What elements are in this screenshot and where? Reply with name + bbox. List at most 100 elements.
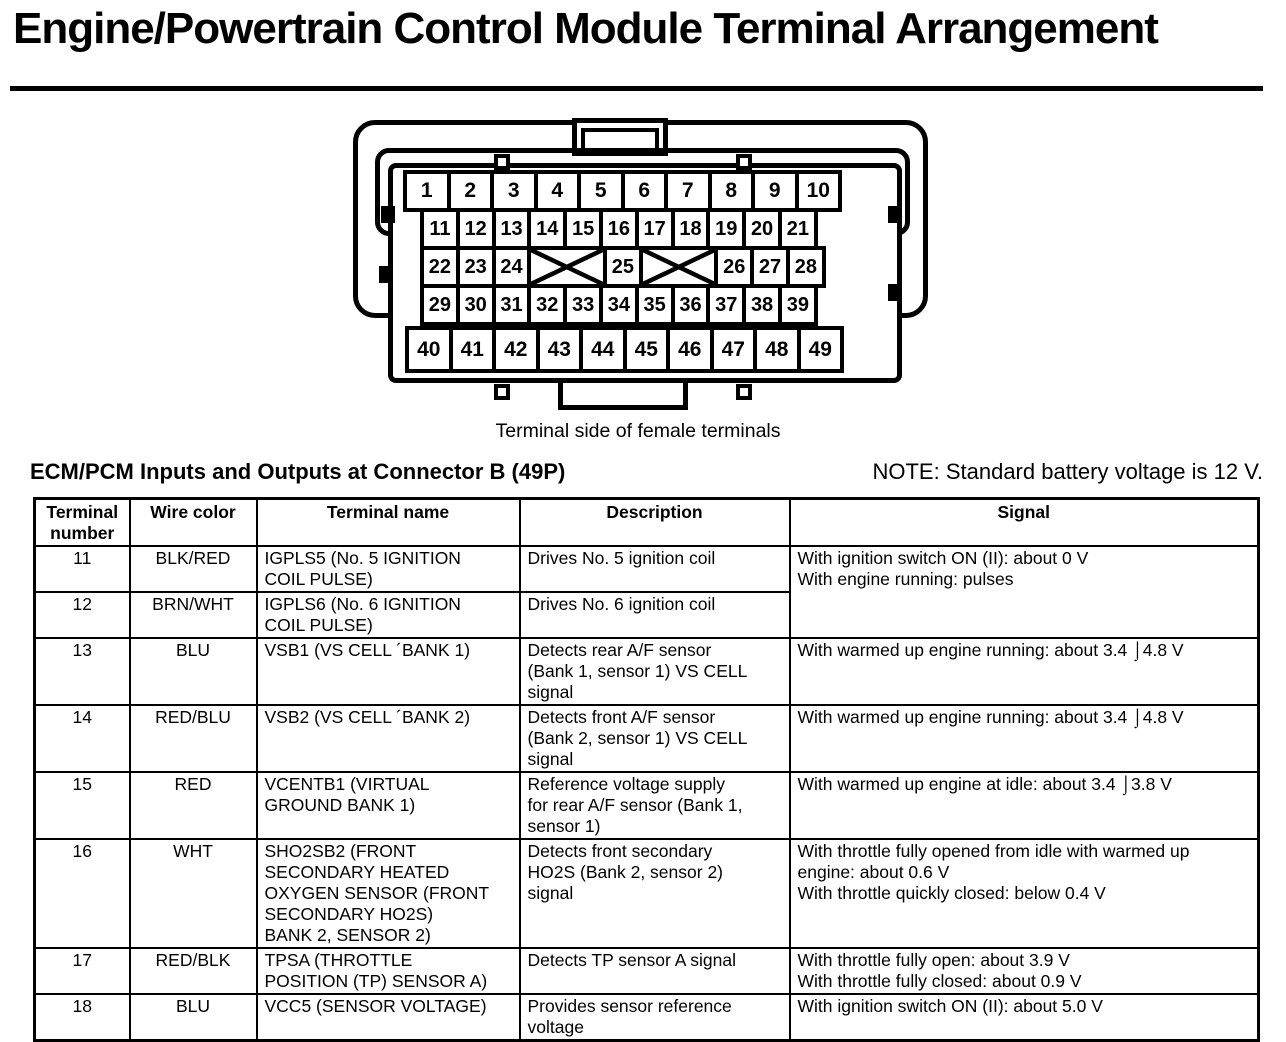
signal-cell: With warmed up engine at idle: about 3.4… xyxy=(788,771,1260,840)
terminal-cell: 12 xyxy=(455,208,496,250)
connector-bottom-notch xyxy=(494,384,510,400)
terminal-number-cell: 12 xyxy=(33,591,131,639)
terminal-cell: 39 xyxy=(777,284,818,326)
terminal-name-cell: IGPLS5 (No. 5 IGNITION COIL PULSE) xyxy=(255,545,521,593)
terminal-name-cell: IGPLS6 (No. 6 IGNITION COIL PULSE) xyxy=(255,591,521,639)
connector-side-tab xyxy=(888,284,902,301)
terminal-cell: 44 xyxy=(579,326,627,373)
terminal-cell: 40 xyxy=(405,326,453,373)
terminal-name-header: Terminal name xyxy=(255,497,521,547)
connector-bottom-notch xyxy=(736,384,752,400)
description-header: Description xyxy=(518,497,791,547)
description-cell: Drives No. 6 ignition coil xyxy=(518,591,791,639)
terminal-cell: 21 xyxy=(777,208,818,250)
terminal-cell: 43 xyxy=(535,326,583,373)
terminal-number-header: Terminal number xyxy=(33,497,131,547)
terminal-number-cell: 13 xyxy=(33,637,131,706)
terminal-cell: 31 xyxy=(491,284,532,326)
terminal-cell: 32 xyxy=(527,284,568,326)
terminal-name-cell: VCENTB1 (VIRTUAL GROUND BANK 1) xyxy=(255,771,521,840)
terminal-cell: 11 xyxy=(420,208,460,250)
terminal-cell: 8 xyxy=(707,170,755,212)
terminal-cell: 17 xyxy=(634,208,675,250)
description-cell: Detects front A/F sensor (Bank 2, sensor… xyxy=(518,704,791,773)
note-text: NOTE: Standard battery voltage is 12 V. xyxy=(872,459,1263,484)
blocked-cavity-x-icon xyxy=(527,246,607,288)
terminal-cell: 38 xyxy=(742,284,782,326)
connector-side-tab xyxy=(381,206,395,223)
connector-side-tab xyxy=(379,266,393,283)
terminal-cell: 42 xyxy=(492,326,540,373)
terminal-cell: 19 xyxy=(706,208,747,250)
terminal-number-cell: 11 xyxy=(33,545,131,593)
terminal-cell: 16 xyxy=(598,208,639,250)
terminal-cell: 26 xyxy=(714,246,755,288)
connector-top-notch xyxy=(494,154,510,170)
signal-cell: With throttle fully opened from idle wit… xyxy=(788,838,1260,949)
description-cell: Detects front secondary HO2S (Bank 2, se… xyxy=(518,838,791,949)
terminal-cell: 33 xyxy=(563,284,603,326)
terminal-name-cell: VSB2 (VS CELL ´BANK 2) xyxy=(255,704,521,773)
terminal-cell: 30 xyxy=(455,284,496,326)
terminal-cell: 35 xyxy=(634,284,675,326)
description-cell: Drives No. 5 ignition coil xyxy=(518,545,791,593)
terminal-cell: 24 xyxy=(491,246,532,288)
description-cell: Detects rear A/F sensor (Bank 1, sensor … xyxy=(518,637,791,706)
terminal-cell: 5 xyxy=(577,170,625,212)
signal-cell: With warmed up engine running: about 3.4… xyxy=(788,637,1260,706)
terminal-number-cell: 14 xyxy=(33,704,131,773)
signal-cell: With ignition switch ON (II): about 5.0 … xyxy=(788,993,1260,1042)
terminal-cell: 18 xyxy=(670,208,711,250)
terminal-cell: 22 xyxy=(420,246,460,288)
terminal-cell: 48 xyxy=(753,326,801,373)
wire-color-cell: WHT xyxy=(128,838,258,949)
section-heading: ECM/PCM Inputs and Outputs at Connector … xyxy=(30,459,566,484)
terminal-cell: 1 xyxy=(403,170,451,212)
terminal-cell: 23 xyxy=(455,246,496,288)
description-cell: Reference voltage supply for rear A/F se… xyxy=(518,771,791,840)
signal-cell: With throttle fully open: about 3.9 V Wi… xyxy=(788,947,1260,995)
terminal-name-cell: VSB1 (VS CELL ´BANK 1) xyxy=(255,637,521,706)
terminal-cell: 28 xyxy=(785,246,826,288)
terminal-cell: 29 xyxy=(420,284,460,326)
blocked-cavity-x-icon xyxy=(638,246,719,288)
terminal-cell: 9 xyxy=(751,170,799,212)
terminal-cell: 34 xyxy=(598,284,639,326)
terminal-cell: 15 xyxy=(563,208,603,250)
terminal-cell: 2 xyxy=(446,170,494,212)
terminal-cell: 3 xyxy=(490,170,538,212)
terminal-cell: 25 xyxy=(602,246,643,288)
terminal-cell: 47 xyxy=(709,326,757,373)
terminal-cell: 14 xyxy=(527,208,568,250)
terminal-cell: 36 xyxy=(670,284,711,326)
description-cell: Provides sensor reference voltage xyxy=(518,993,791,1042)
terminal-cell: 10 xyxy=(794,170,842,212)
description-cell: Detects TP sensor A signal xyxy=(518,947,791,995)
signal-cell: With warmed up engine running: about 3.4… xyxy=(788,704,1260,773)
page-title: Engine/Powertrain Control Module Termina… xyxy=(13,4,1159,53)
terminal-name-cell: VCC5 (SENSOR VOLTAGE) xyxy=(255,993,521,1042)
terminal-cell: 13 xyxy=(491,208,532,250)
signal-header: Signal xyxy=(788,497,1260,547)
wire-color-cell: RED xyxy=(128,771,258,840)
terminal-cell: 49 xyxy=(796,326,844,373)
connector-side-tab xyxy=(888,206,902,223)
wire-color-cell: BLU xyxy=(128,993,258,1042)
wire-color-cell: RED/BLU xyxy=(128,704,258,773)
wire-color-header: Wire color xyxy=(128,497,258,547)
